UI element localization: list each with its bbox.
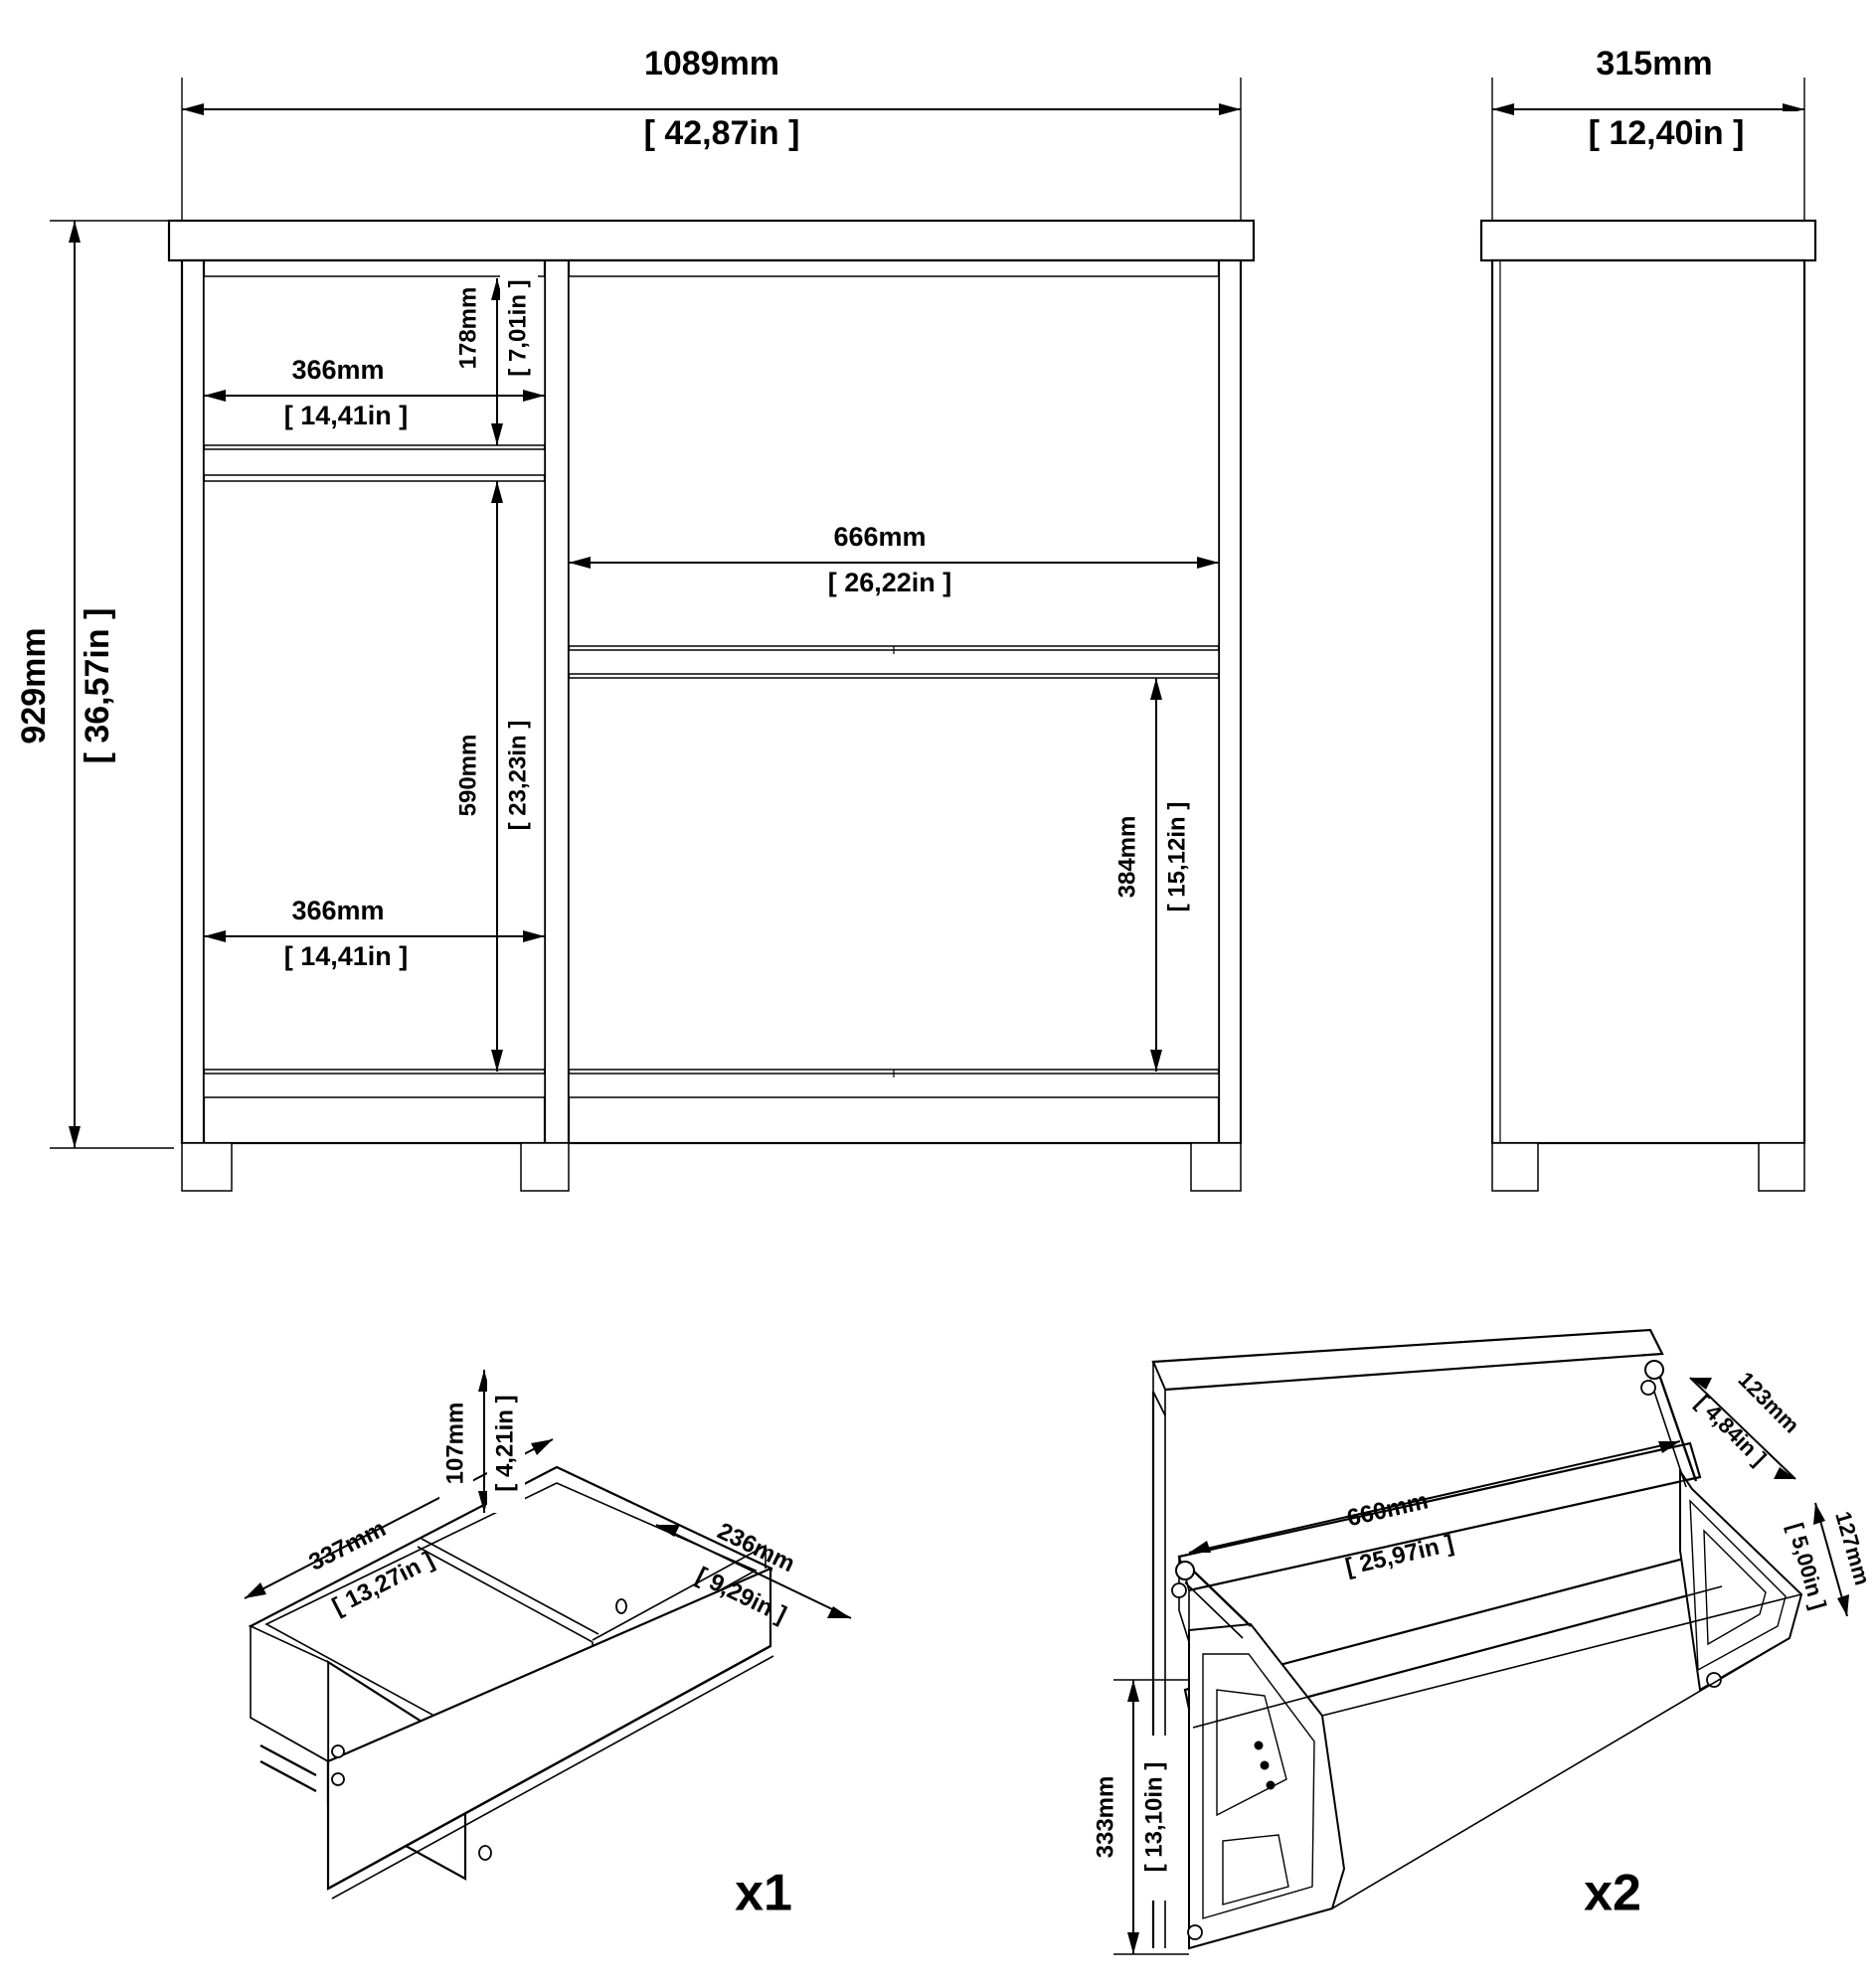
dimension-left-compartment-height: 590mm [ 23,23in ] xyxy=(452,481,538,1072)
lower-flap-height-mm: 384mm xyxy=(1113,816,1140,899)
cabinet-foot-left xyxy=(181,1142,233,1192)
side-elevation-view: 315mm [ 12,40in ] xyxy=(1479,45,1817,1192)
drawer-quantity-label: x1 xyxy=(735,1865,792,1922)
flap-bracket-depth-mm: 127mm xyxy=(1830,1509,1875,1588)
flap-quantity-label: x2 xyxy=(1584,1865,1641,1922)
overall-width-mm: 1089mm xyxy=(644,45,779,83)
cabinet-foot-right xyxy=(1190,1142,1242,1192)
side-foot-left xyxy=(1491,1142,1539,1192)
dimension-left-compartment-width: 366mm [ 14,41in ] xyxy=(204,896,545,978)
dimension-flap-height: 333mm [ 13,10in ] xyxy=(1090,1679,1189,1955)
flap-height-in: [ 13,10in ] xyxy=(1140,1762,1167,1873)
drawer-opening-width-in: [ 14,41in ] xyxy=(284,401,409,430)
left-compartment xyxy=(203,480,546,1071)
dimension-overall-depth: 315mm [ 12,40in ] xyxy=(1491,45,1805,248)
overall-depth-mm: 315mm xyxy=(1596,45,1712,83)
left-compartment-width-in: [ 14,41in ] xyxy=(284,941,409,971)
flap-opening-width-in: [ 26,22in ] xyxy=(828,568,952,597)
left-bottom-rail xyxy=(203,1073,546,1098)
flap-assembly-iso xyxy=(1151,1328,1803,1950)
flap-opening-width-mm: 666mm xyxy=(833,522,926,552)
side-foot-right xyxy=(1758,1142,1805,1192)
left-compartment-width-mm: 366mm xyxy=(291,896,384,925)
drawer-detail-view: 337mm [ 13,27in ] 236mm [ 9,29in ] 107mm… xyxy=(244,1370,852,1922)
dimension-overall-height: 929mm [ 36,57in ] xyxy=(15,220,174,1149)
dimension-drawer-opening-width: 366mm [ 14,41in ] xyxy=(204,355,545,437)
drawer-box-iso xyxy=(248,1465,774,1900)
drawer-opening-height-mm: 178mm xyxy=(454,287,481,370)
cabinet-foot-mid xyxy=(520,1142,570,1192)
drawer-height-in: [ 4,21in ] xyxy=(491,1395,518,1491)
cabinet-top-panel xyxy=(167,219,1256,262)
left-compartment-height-in: [ 23,23in ] xyxy=(504,721,531,831)
dimension-lower-flap-height: 384mm [ 15,12in ] xyxy=(1111,678,1197,1072)
dimension-drawer-opening-height: 178mm [ 7,01in ] xyxy=(452,266,538,445)
drawer-opening-height-in: [ 7,01in ] xyxy=(504,279,531,376)
overall-depth-in: [ 12,40in ] xyxy=(1589,114,1745,152)
drawer-height-mm: 107mm xyxy=(441,1403,468,1485)
dimension-drawer-height: 107mm [ 4,21in ] xyxy=(439,1370,525,1513)
drawer-opening-width-mm: 366mm xyxy=(291,355,384,385)
dimension-flap-bracket-width: 123mm [ 4,84in ] xyxy=(1689,1367,1804,1480)
front-elevation-view: 1089mm [ 42,87in ] 929mm [ 36,57in ] xyxy=(15,45,1256,1192)
lower-flap-height-in: [ 15,12in ] xyxy=(1163,802,1190,912)
flap-height-mm: 333mm xyxy=(1092,1776,1118,1859)
dimension-flap-opening-width: 666mm [ 26,22in ] xyxy=(569,522,1219,604)
side-cabinet-body xyxy=(1479,219,1817,1192)
side-top-panel xyxy=(1479,219,1817,262)
overall-height-in: [ 36,57in ] xyxy=(79,608,116,764)
overall-height-mm: 929mm xyxy=(15,627,53,744)
overall-width-in: [ 42,87in ] xyxy=(644,114,800,152)
left-shelf xyxy=(203,448,546,476)
left-compartment-height-mm: 590mm xyxy=(454,735,481,817)
lower-flap-front xyxy=(568,677,1220,1071)
flap-detail-view: 660mm [ 25,97in ] 123mm [ 4,84in ] 127mm… xyxy=(1090,1328,1875,1955)
dimension-overall-width: 1089mm [ 42,87in ] xyxy=(181,45,1242,260)
side-carcass xyxy=(1490,258,1806,1145)
